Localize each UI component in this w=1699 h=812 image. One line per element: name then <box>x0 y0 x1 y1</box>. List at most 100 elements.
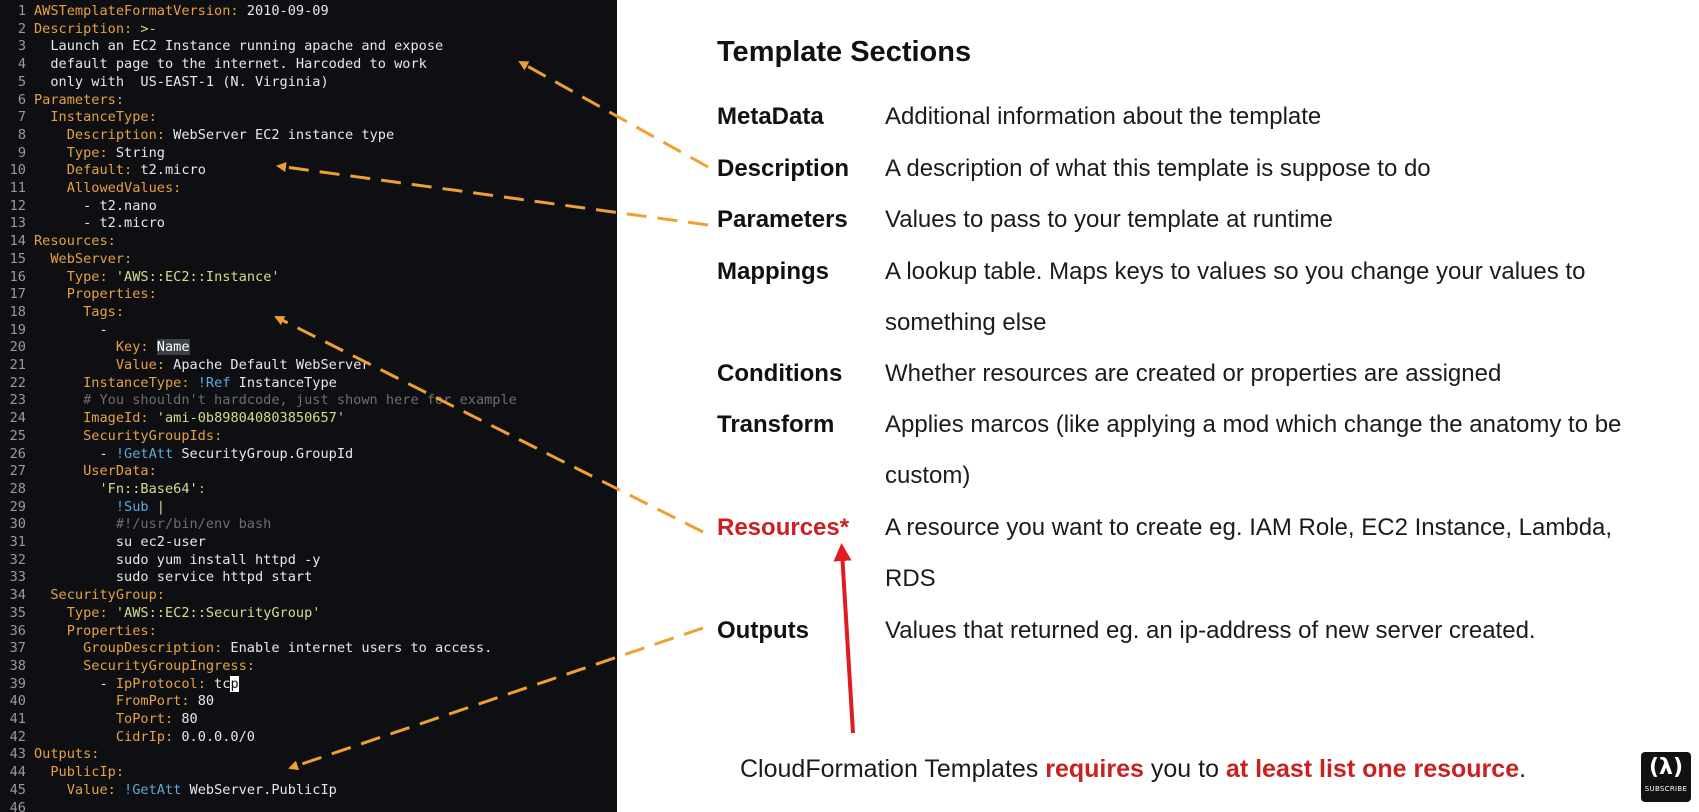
code-text: InstanceType: <box>50 109 157 126</box>
code-text: Properties: <box>66 622 157 639</box>
code-text: only with US-EAST-1 (N. Virginia) <box>34 73 329 90</box>
line-number: 5 <box>17 73 26 90</box>
code-text: Resources: <box>34 233 116 250</box>
line-number: 21 <box>9 357 26 373</box>
line-number: 33 <box>9 569 26 586</box>
line-number: 2 <box>17 20 26 37</box>
line-number: 20 <box>9 339 26 356</box>
line-number: 41 <box>9 711 26 727</box>
section-desc-conditions: Whether resources are created or propert… <box>885 360 1502 387</box>
code-text: WebServer: <box>50 250 133 267</box>
code-line: 32 sudo yum install httpd -y <box>0 551 321 570</box>
code-text: ImageId: 'ami-0b898040803850657' <box>83 410 346 427</box>
code-line: 44 PublicIp: <box>0 764 124 782</box>
line-number: 27 <box>9 463 26 480</box>
code-text: AWSTemplateFormatVersion: 2010-09-09 <box>34 3 329 19</box>
code-text: Type: 'AWS::EC2::SecurityGroup' <box>66 604 321 621</box>
code-line: 11 AllowedValues: <box>0 180 182 198</box>
line-number: 6 <box>17 91 26 108</box>
section-name-parameters: Parameters <box>717 206 848 233</box>
footer-note: CloudFormation Templates requires you to… <box>740 755 1526 784</box>
line-number: 38 <box>9 657 26 674</box>
code-line: 40 FromPort: 80 <box>0 693 214 711</box>
code-line: 5 only with US-EAST-1 (N. Virginia) <box>0 74 329 92</box>
code-line: 46 <box>0 800 34 812</box>
code-text: SecurityGroup: <box>50 587 165 604</box>
footer-text-3: . <box>1519 755 1527 783</box>
code-line: 26 - !GetAtt SecurityGroup.GroupId <box>0 445 354 464</box>
code-line: 28 'Fn::Base64': <box>0 481 206 499</box>
code-line: 21 Value: Apache Default WebServer <box>0 357 370 375</box>
code-text: PublicIp: <box>50 764 125 781</box>
line-number: 13 <box>9 215 26 232</box>
code-line: 27 UserData: <box>0 463 157 481</box>
section-name-mappings: Mappings <box>717 258 829 285</box>
code-line: 25 SecurityGroupIds: <box>0 427 223 446</box>
footer-emphasis-requires: requires <box>1045 755 1144 783</box>
code-text: - <box>34 321 108 338</box>
code-line: 13 - t2.micro <box>0 215 165 233</box>
line-number: 32 <box>9 551 26 568</box>
line-number: 18 <box>9 303 26 320</box>
section-desc-parameters: Values to pass to your template at runti… <box>885 206 1333 233</box>
code-line: 33 sudo service httpd start <box>0 569 313 587</box>
footer-text-2: you to <box>1143 755 1226 783</box>
line-number: 37 <box>9 640 26 657</box>
line-number: 36 <box>9 622 26 639</box>
code-text: GroupDescription: Enable internet users … <box>83 640 493 657</box>
line-number: 4 <box>17 56 26 73</box>
code-line: 38 SecurityGroupIngress: <box>0 658 255 676</box>
code-text: FromPort: 80 <box>115 693 215 710</box>
code-line: 1 AWSTemplateFormatVersion: 2010-09-09 <box>0 3 329 21</box>
section-name-outputs: Outputs <box>717 617 809 644</box>
line-number: 44 <box>9 764 26 781</box>
code-text: Tags: <box>83 303 125 320</box>
code-line: 17 Properties: <box>0 286 157 304</box>
code-text: Description: WebServer EC2 instance type <box>66 126 395 143</box>
code-text: Key: Name <box>115 339 190 356</box>
code-line: 35 Type: 'AWS::EC2::SecurityGroup' <box>0 604 321 623</box>
code-text: su ec2-user <box>34 534 206 550</box>
code-text: Value: !GetAtt WebServer.PublicIp <box>66 781 337 798</box>
code-text: sudo yum install httpd -y <box>34 551 321 568</box>
line-number: 15 <box>9 250 26 267</box>
line-number: 30 <box>9 516 26 533</box>
line-number: 22 <box>9 374 26 391</box>
line-number: 12 <box>9 197 26 214</box>
code-text: Launch an EC2 Instance running apache an… <box>34 38 444 55</box>
code-line: 29 !Sub | <box>0 499 165 517</box>
section-desc-description: A description of what this template is s… <box>885 155 1431 182</box>
line-number: 43 <box>9 746 26 763</box>
code-text: UserData: <box>83 463 157 480</box>
line-number: 42 <box>9 728 26 745</box>
line-number: 39 <box>9 675 26 692</box>
page-title: Template Sections <box>717 36 972 68</box>
code-line: 41 ToPort: 80 <box>0 711 198 729</box>
subscribe-logo[interactable]: (λ) SUBSCRIBE <box>1641 752 1691 802</box>
code-line: 16 Type: 'AWS::EC2::Instance' <box>0 269 280 287</box>
line-number: 26 <box>9 445 26 462</box>
code-line: 36 Properties: <box>0 623 157 641</box>
code-text: Default: t2.micro <box>66 162 206 179</box>
code-text: SecurityGroupIds: <box>83 427 223 444</box>
code-text: Type: String <box>66 144 165 161</box>
line-number: 31 <box>9 534 26 550</box>
code-line: 9 Type: String <box>0 145 165 163</box>
code-line: 3 Launch an EC2 Instance running apache … <box>0 38 443 56</box>
code-text: - t2.micro <box>34 215 165 232</box>
line-number: 1 <box>17 3 26 19</box>
line-number: 24 <box>9 410 26 427</box>
code-text: 'Fn::Base64': <box>99 480 206 497</box>
footer-emphasis-resource: at least list one resource <box>1225 755 1520 783</box>
line-number: 34 <box>9 587 26 604</box>
section-name-resources: Resources* <box>717 514 850 541</box>
code-text: - IpProtocol: tcp <box>34 675 239 692</box>
code-line: 34 SecurityGroup: <box>0 587 165 605</box>
code-text: CidrIp: 0.0.0.0/0 <box>115 728 255 745</box>
code-line: 19 - <box>0 322 108 340</box>
code-line: 18 Tags: <box>0 304 124 322</box>
freecodecamp-logo-icon: (λ) <box>1648 755 1684 780</box>
